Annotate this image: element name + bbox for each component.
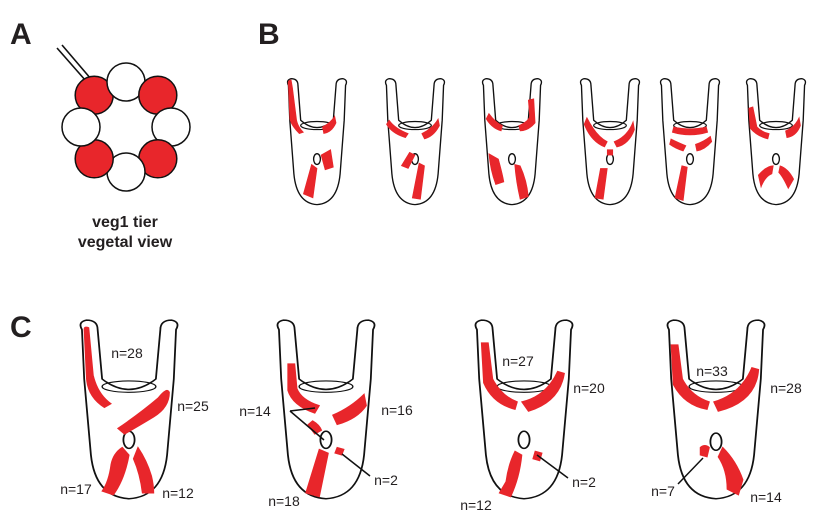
count-c1-d: n=12 (162, 485, 194, 501)
count-c3-b: n=20 (573, 380, 605, 396)
count-c3-a: n=27 (502, 353, 534, 369)
larva-c4 (667, 320, 764, 499)
larva-outline (288, 79, 347, 205)
blastomere-unlabeled (62, 108, 100, 146)
panel-c-letter: C (10, 311, 32, 344)
caption-veg1-tier: veg1 tier (92, 214, 158, 231)
count-c1-c: n=17 (60, 481, 92, 497)
larva-b3 (483, 79, 542, 205)
count-c1-b: n=25 (177, 398, 209, 414)
larva-c3 (475, 320, 572, 499)
count-c3-c: n=2 (572, 474, 596, 490)
count-c2-b: n=16 (381, 402, 413, 418)
caption-vegetal-view: vegetal view (78, 234, 173, 251)
count-c4-a: n=33 (696, 363, 728, 379)
veg1-blastomere-ring (62, 63, 190, 191)
panel-b-letter: B (258, 18, 280, 51)
count-c4-b: n=28 (770, 380, 802, 396)
larva-b4 (581, 79, 640, 205)
count-c4-c: n=7 (651, 483, 675, 499)
panel-a-letter: A (10, 18, 32, 51)
count-c2-a: n=14 (239, 403, 271, 419)
count-c1-a: n=28 (111, 345, 143, 361)
larva-b6 (747, 79, 806, 205)
panel-c: C n=28 n=25 n=17 n=12 n=14 (10, 311, 802, 512)
count-c2-d: n=18 (268, 493, 300, 509)
count-c3-d: n=12 (460, 497, 492, 512)
larva-c2 (277, 320, 374, 499)
count-c4-d: n=14 (750, 489, 782, 505)
larva-b2 (386, 79, 445, 205)
panel-a: A veg1 tier vegetal view (10, 18, 190, 251)
larva-b1 (288, 79, 347, 205)
larva-b5 (661, 79, 720, 205)
count-c2-c: n=2 (374, 472, 398, 488)
panel-b: B (258, 18, 805, 205)
